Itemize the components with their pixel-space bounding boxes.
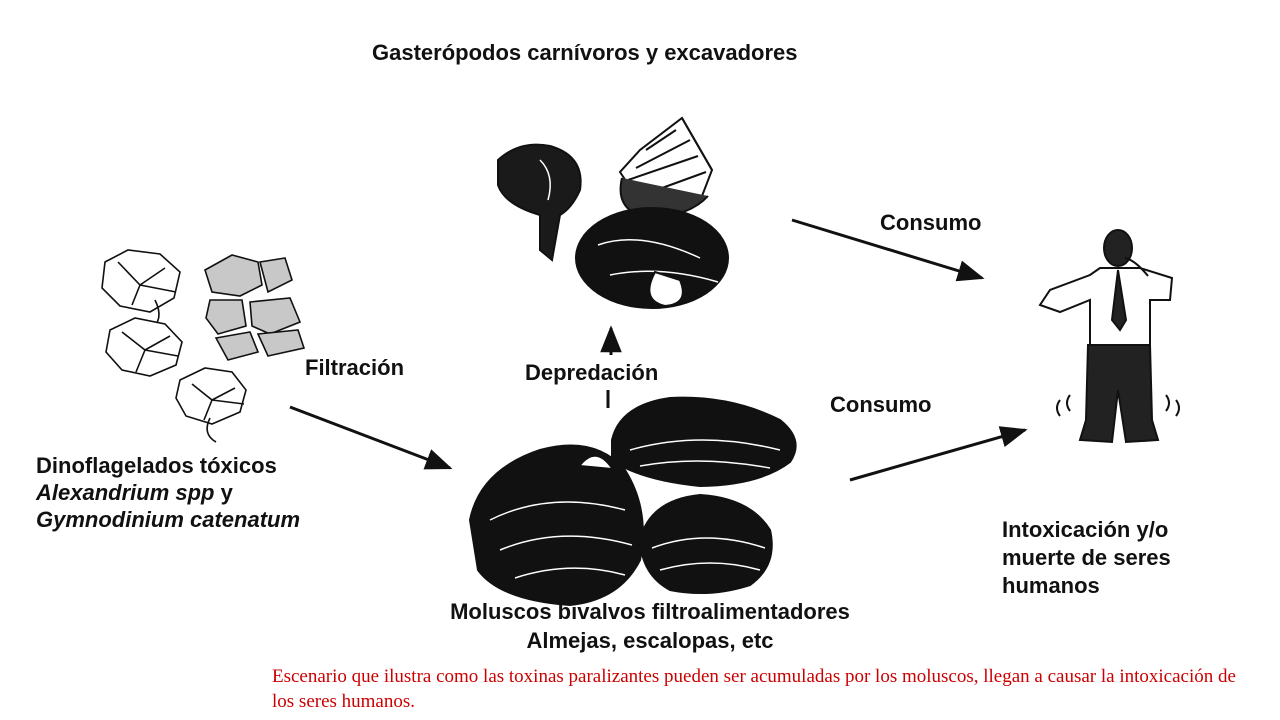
gastropod-shell-icon xyxy=(497,116,729,309)
moluscos-line-1: Moluscos bivalvos filtroalimentadores xyxy=(450,599,850,624)
label-intoxicacion: Intoxicación y/o muerte de seres humanos xyxy=(1002,516,1171,600)
intoxicacion-line-3: humanos xyxy=(1002,573,1100,598)
bivalve-shell-icon xyxy=(468,396,797,607)
label-consumo-bottom: Consumo xyxy=(830,392,932,417)
intoxicacion-line-1: Intoxicación y/o xyxy=(1002,517,1169,542)
human-figure-icon xyxy=(1038,229,1180,444)
species-conjunction: y xyxy=(214,480,233,505)
label-moluscos: Moluscos bivalvos filtroalimentadores Al… xyxy=(390,597,910,655)
dinoflagellate-icon xyxy=(101,249,247,443)
label-gasteropodos: Gasterópodos carnívoros y excavadores xyxy=(372,40,798,65)
arrow-consumo-bottom xyxy=(849,426,1028,482)
species-gymnodinium: Gymnodinium catenatum xyxy=(36,507,301,532)
dinoflagellate-chain-icon xyxy=(204,254,306,361)
species-alexandrium: Alexandrium spp xyxy=(36,480,215,505)
dinoflagelados-species-1: Alexandrium spp y xyxy=(36,479,300,506)
figure-caption: Escenario que ilustra como las toxinas p… xyxy=(272,666,1236,712)
arrow-filtracion xyxy=(289,405,453,470)
label-dinoflagelados: Dinoflagelados tóxicos Alexandrium spp y… xyxy=(36,452,300,533)
label-depredacion: Depredación xyxy=(525,360,659,385)
label-filtracion: Filtración xyxy=(305,355,405,380)
arrow-consumo-top xyxy=(791,218,985,282)
label-consumo-top: Consumo xyxy=(880,210,982,235)
dinoflagelados-title: Dinoflagelados tóxicos xyxy=(36,453,277,478)
intoxicacion-line-2: muerte de seres xyxy=(1002,545,1171,570)
moluscos-line-2: Almejas, escalopas, etc xyxy=(526,628,774,653)
